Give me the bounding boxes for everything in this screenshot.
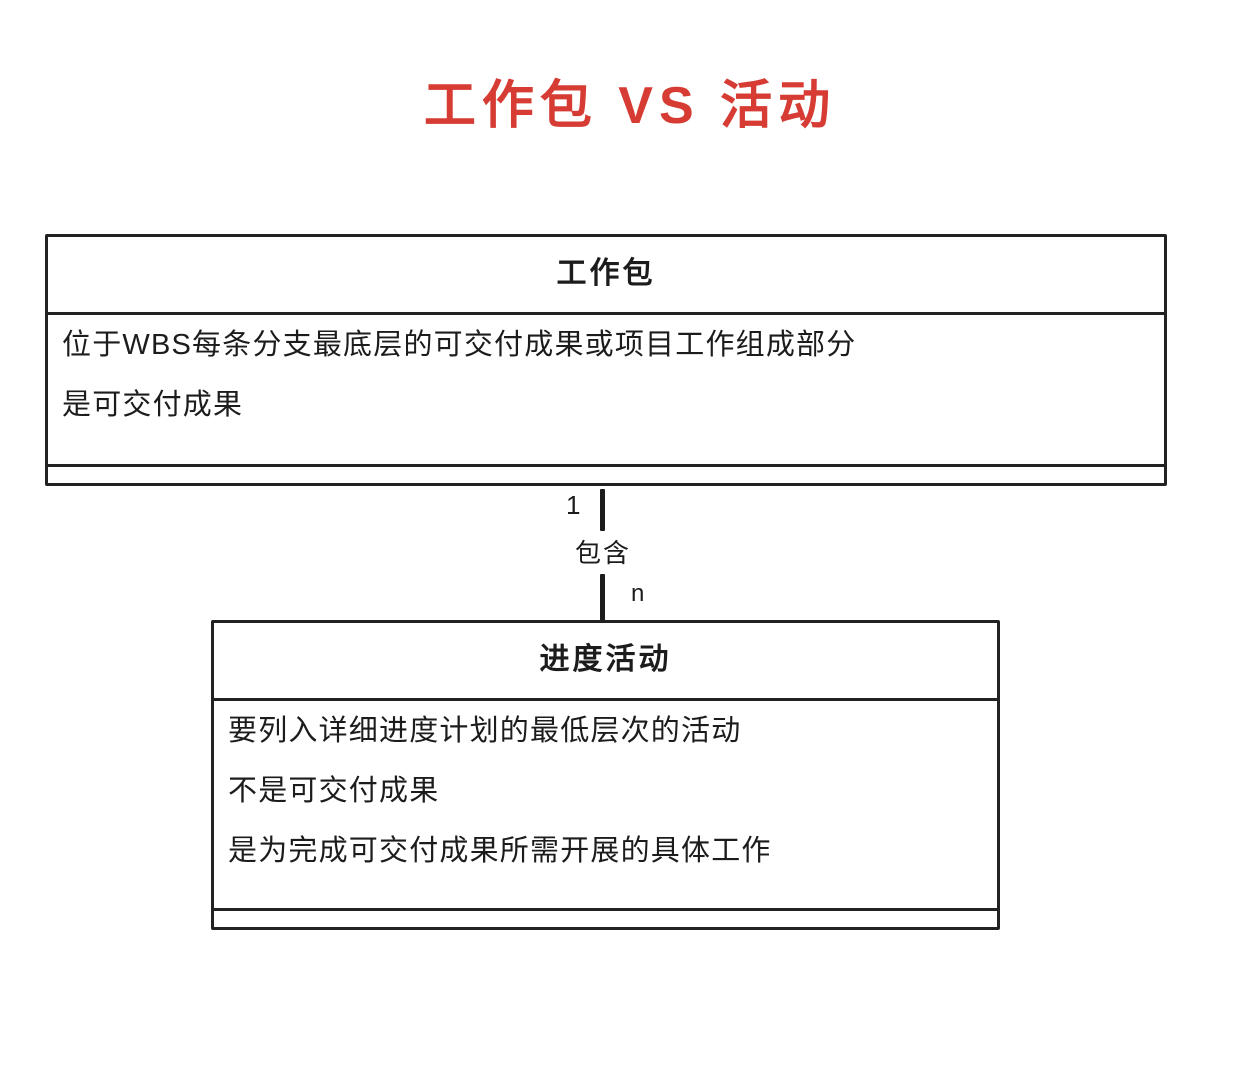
uml-class-box-work-package[interactable]: 工作包 位于WBS每条分支最底层的可交付成果或项目工作组成部分 是可交付成果: [45, 234, 1167, 486]
association-label: 包含: [574, 538, 631, 568]
uml-attribute-row: 是为完成可交付成果所需开展的具体工作: [228, 835, 772, 867]
uml-class-attributes-schedule-activity: 要列入详细进度计划的最低层次的活动 不是可交付成果 是为完成可交付成果所需开展的…: [214, 701, 997, 905]
uml-class-header-work-package: 工作包: [48, 237, 1164, 315]
uml-class-operations-strip-work-package: [48, 464, 1164, 483]
page-title: 工作包 VS 活动: [423, 77, 837, 135]
uml-class-name-work-package: 工作包: [556, 257, 656, 290]
uml-attribute-row: 要列入详细进度计划的最低层次的活动: [228, 715, 742, 747]
uml-class-header-schedule-activity: 进度活动: [214, 623, 997, 701]
association-line-lower: [600, 574, 605, 622]
uml-attribute-row: 是可交付成果: [62, 389, 244, 421]
association-multiplicity-target: n: [631, 580, 645, 607]
uml-class-attributes-work-package: 位于WBS每条分支最底层的可交付成果或项目工作组成部分 是可交付成果: [48, 315, 1164, 461]
uml-class-operations-strip-schedule-activity: [214, 908, 997, 927]
uml-attribute-row: 位于WBS每条分支最底层的可交付成果或项目工作组成部分: [62, 329, 857, 361]
association-multiplicity-source: 1: [566, 490, 581, 520]
uml-attribute-row: 不是可交付成果: [228, 775, 440, 807]
association-line-upper: [600, 489, 605, 531]
uml-class-box-schedule-activity[interactable]: 进度活动 要列入详细进度计划的最低层次的活动 不是可交付成果 是为完成可交付成果…: [211, 620, 1000, 930]
uml-class-name-schedule-activity: 进度活动: [539, 643, 672, 676]
